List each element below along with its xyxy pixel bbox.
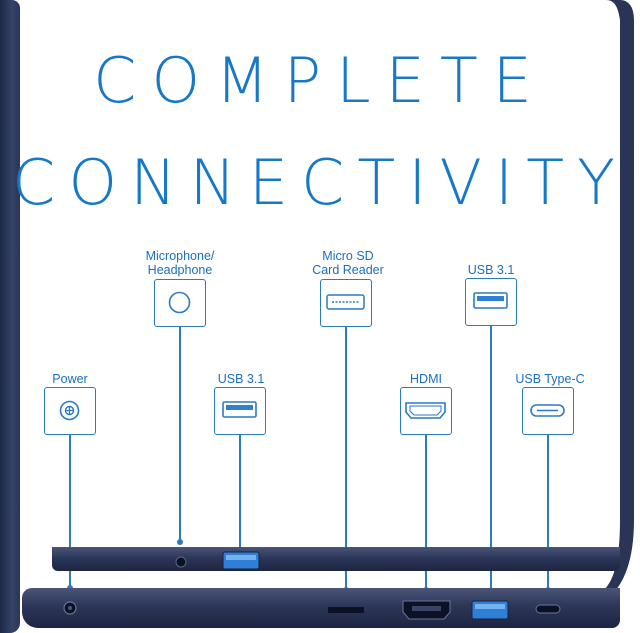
laptop-lid-left-edge xyxy=(0,0,20,633)
port-box-power xyxy=(44,387,96,435)
sd-card-icon xyxy=(326,294,365,310)
headline-line-1: COMPLETE xyxy=(93,44,547,117)
leader-usb-left xyxy=(239,435,241,549)
port-label-usb-right: USB 3.1 xyxy=(467,263,515,277)
power-icon xyxy=(59,400,80,421)
headline-line-2: CONNECTIVITY xyxy=(12,146,628,219)
port-box-sd xyxy=(320,279,372,327)
usb-c-icon xyxy=(530,404,565,417)
usb-a-icon xyxy=(222,401,257,418)
port-label-power: Power xyxy=(52,372,88,386)
leader-usbc xyxy=(547,435,549,589)
audio-jack-icon xyxy=(168,291,191,314)
hdmi-icon xyxy=(405,402,446,419)
port-box-hdmi xyxy=(400,387,452,435)
leader-dot-audio xyxy=(177,539,183,545)
laptop-side-upper xyxy=(52,547,620,571)
leader-usb-right xyxy=(490,326,492,604)
port-label-sd: Micro SD Card Reader xyxy=(312,249,384,277)
laptop-side-lower xyxy=(22,588,620,628)
leader-hdmi xyxy=(425,435,427,589)
leader-power xyxy=(69,435,71,587)
port-box-audio xyxy=(154,279,206,327)
port-label-audio: Microphone/ Headphone xyxy=(145,249,215,277)
port-box-usb-right xyxy=(465,278,517,326)
port-label-usb-left: USB 3.1 xyxy=(217,372,265,386)
port-box-usb-left xyxy=(214,387,266,435)
usb-a-icon xyxy=(473,292,508,309)
leader-sd xyxy=(345,327,347,589)
port-label-hdmi: HDMI xyxy=(410,372,442,386)
port-box-usbc xyxy=(522,387,574,435)
port-label-usbc: USB Type-C xyxy=(515,372,585,386)
laptop-lid-right-edge xyxy=(604,0,634,596)
leader-audio xyxy=(179,327,181,541)
